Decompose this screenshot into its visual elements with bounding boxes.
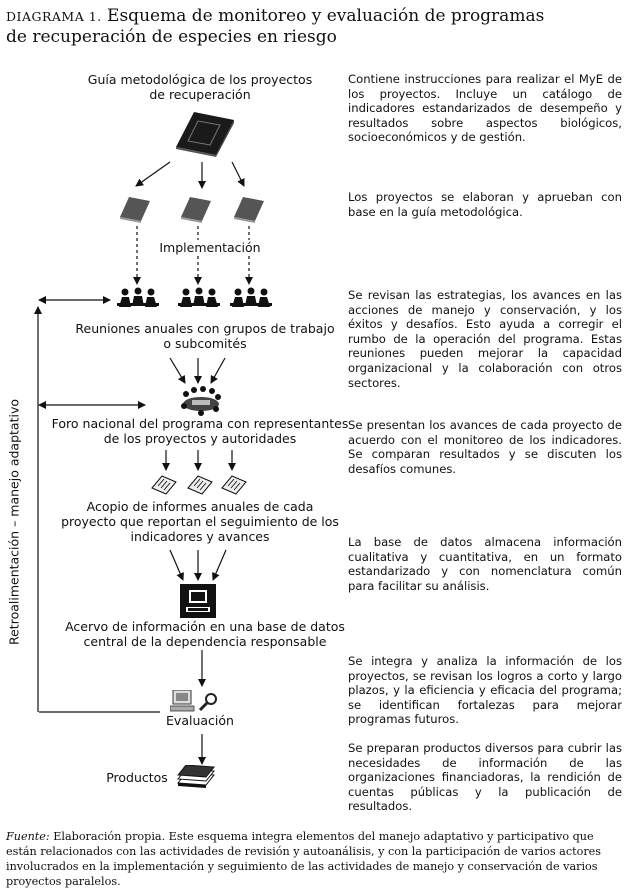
description-foro: Se presentan los avances de cada proyect… [348,418,622,476]
meeting-group-icon [230,287,272,307]
database-computer-icon [180,584,216,618]
products-stack-icon [177,765,215,788]
description-productos: Se preparan productos diversos para cubr… [348,741,622,814]
report-document-icon [221,475,247,495]
report-document-icon [187,475,213,495]
source-note: Fuente: Elaboración propia. Este esquema… [6,829,622,889]
title-line-1: Esquema de monitoreo y evaluación de pro… [107,6,545,26]
diagram-title: DIAGRAMA 1. Esquema de monitoreo y evalu… [6,6,606,48]
diagram-label: DIAGRAMA 1. [6,9,102,24]
source-label: Fuente: [6,830,50,843]
arrow-acopio-db-3 [212,549,227,581]
description-evaluacion: Se integra y analiza la información de l… [348,654,622,727]
arrow-guide-project-1 [135,161,171,187]
arrow-meeting-forum-3 [210,357,226,384]
node-implementacion: Implementación [140,240,280,255]
node-reuniones: Reuniones anuales con grupos de trabajo … [75,321,335,351]
arrow-meeting-forum-1 [169,357,186,384]
node-guia: Guía metodológica de los proyectos de re… [87,72,313,102]
meeting-group-icon [178,287,220,307]
source-text: Elaboración propia. Este esquema integra… [6,830,602,888]
node-foro: Foro nacional del programa con represent… [51,416,349,446]
evaluation-computer-icon [170,690,195,712]
book-icon [176,112,234,157]
node-evaluacion: Evaluación [166,713,234,728]
forum-meeting-icon [181,386,221,416]
description-guia: Contiene instrucciones para realizar el … [348,72,622,145]
project-book-icon [181,197,211,223]
arrow-acopio-db-1 [169,549,184,581]
description-reuniones: Se revisan las estrategias, los avances … [348,288,622,390]
feedback-label: Retroalimentación – manejo adaptativo [6,398,22,646]
report-document-icon [151,475,177,495]
feedback-label-box: Retroalimentación – manejo adaptativo [3,398,25,646]
node-acervo: Acervo de información en una base de dat… [65,619,345,649]
title-line-2: de recuperación de especies en riesgo [6,27,337,47]
node-productos: Productos [106,770,168,785]
arrow-guide-project-3 [231,161,245,187]
description-base-datos: La base de datos almacena información cu… [348,535,622,593]
project-book-icon [234,197,264,223]
magnifier-icon [198,693,217,712]
description-proyectos: Los proyectos se elaboran y aprueban con… [348,190,622,219]
meeting-group-icon [117,287,159,307]
node-acopio: Acopio de informes anuales de cada proye… [61,499,339,544]
project-book-icon [120,197,150,223]
